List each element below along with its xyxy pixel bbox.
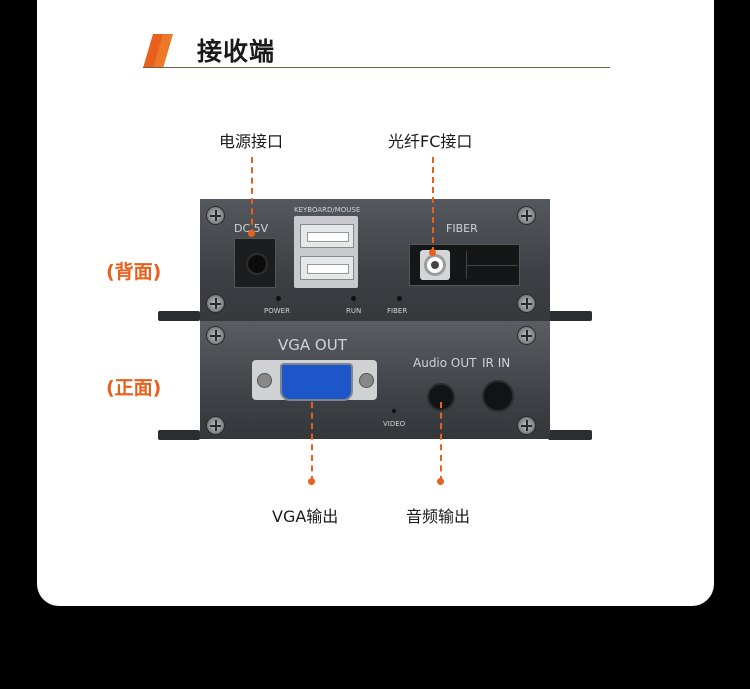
back-left-flange	[158, 311, 200, 321]
silk-vga-out: VGA OUT	[278, 336, 347, 354]
title-accent-icon	[143, 34, 173, 68]
screw-icon	[207, 417, 224, 434]
screw-icon	[518, 417, 535, 434]
page-title: 接收端	[197, 37, 276, 66]
dc-jack	[234, 238, 276, 288]
label-audio-output: 音频输出	[406, 507, 471, 526]
screw-icon	[518, 207, 535, 224]
pointer-dot	[308, 478, 315, 485]
pointer-dot	[248, 230, 255, 237]
label-power-port: 电源接口	[219, 132, 284, 151]
silk-audio-out: Audio OUT	[413, 356, 477, 370]
silk-power: POWER	[264, 307, 290, 315]
front-right-flange	[548, 430, 592, 440]
screw-icon	[207, 295, 224, 312]
led-fiber	[397, 296, 402, 301]
label-vga-output: VGA输出	[272, 507, 339, 526]
pointer-line	[251, 157, 253, 235]
label-fiber-port: 光纤FC接口	[388, 132, 473, 151]
pointer-line	[432, 157, 434, 253]
label-back-side: (背面)	[106, 261, 162, 283]
screw-icon	[518, 327, 535, 344]
led-run	[351, 296, 356, 301]
silk-run: RUN	[346, 307, 362, 315]
pointer-line	[311, 402, 313, 482]
led-power	[276, 296, 281, 301]
screw-icon	[207, 207, 224, 224]
screw-icon	[207, 327, 224, 344]
pointer-dot	[437, 478, 444, 485]
silk-keyboard-mouse: KEYBOARD/MOUSE	[294, 206, 361, 214]
screw-icon	[518, 295, 535, 312]
usb-ports	[294, 216, 358, 288]
pointer-dot	[429, 249, 436, 256]
front-left-flange	[158, 430, 200, 440]
fc-connector	[420, 250, 450, 280]
label-front-side: (正面)	[106, 377, 162, 399]
silk-ir-in: IR IN	[482, 356, 511, 370]
silk-fiber: FIBER	[446, 222, 478, 235]
back-right-flange	[548, 311, 592, 321]
vga-connector	[252, 360, 377, 401]
ir-jack	[482, 380, 514, 412]
silk-video: VIDEO	[383, 420, 406, 428]
title-underline	[143, 67, 610, 68]
pointer-line	[440, 402, 442, 482]
silk-fiber-led: FIBER	[387, 307, 408, 315]
led-video	[392, 409, 396, 413]
